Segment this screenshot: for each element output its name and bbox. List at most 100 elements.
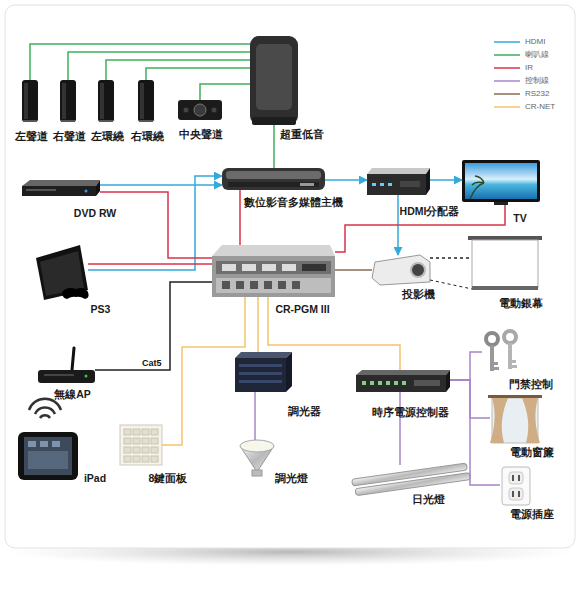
- speaker-icons: [22, 80, 38, 122]
- wireless-ap-icon: [38, 370, 95, 383]
- legend-text: HDMI: [525, 37, 545, 47]
- hdmi-splitter-icon: [372, 183, 376, 186]
- signal-wire: [273, 125, 275, 168]
- controller-rack-icon: [262, 264, 276, 271]
- device-node: 左環繞: [98, 80, 114, 122]
- keys-icon: [490, 345, 494, 371]
- keypad-icon: [151, 447, 158, 453]
- device-label: 門禁控制: [509, 378, 553, 390]
- device-label: 日光燈: [412, 493, 445, 505]
- ps3-icon: [36, 245, 89, 300]
- device-label: iPad: [84, 472, 106, 484]
- fluorescent-tube-icon: [355, 473, 471, 496]
- signal-wire: [100, 184, 222, 186]
- device-label: PS3: [91, 303, 111, 315]
- projection-screen-icon: [472, 286, 538, 290]
- device-node: 右環繞: [138, 80, 154, 122]
- controller-rack-icon: [222, 264, 236, 271]
- device-label: 時序電源控制器: [372, 406, 449, 418]
- device-node: 中央聲道: [178, 100, 222, 120]
- controller-rack-icon: [212, 256, 335, 297]
- subwoofer-icon: [256, 44, 292, 110]
- keys-icon: [512, 365, 517, 368]
- speaker-icons: [139, 120, 153, 122]
- tv-icon: [494, 202, 508, 205]
- power-outlet-icon: [518, 491, 520, 497]
- speaker-icons: [24, 83, 28, 119]
- speaker-icons: [100, 83, 104, 119]
- media-host-icon: [300, 183, 314, 186]
- device-node: PS3: [35, 245, 88, 300]
- device-label: 右聲道: [53, 130, 86, 142]
- speaker-icons: [60, 80, 76, 122]
- keypad-icon: [142, 429, 149, 435]
- projection-screen-icon: [468, 236, 542, 240]
- card-background: [5, 5, 575, 566]
- signal-wire: [335, 205, 505, 252]
- keypad-icon: [151, 438, 158, 444]
- keypad-icon: [142, 447, 149, 453]
- device-label: 電動窗簾: [510, 446, 554, 458]
- power-sequencer-icon: [356, 370, 450, 375]
- controller-rack-icon: [242, 264, 256, 271]
- fluorescent-tube-icon: [352, 463, 471, 496]
- dimmer-icon: [239, 380, 282, 383]
- legend-line-sample: [494, 41, 520, 43]
- keypad-icon: [151, 429, 158, 435]
- device-label: 調光燈: [275, 472, 308, 484]
- ps3-icon: [62, 288, 89, 299]
- controller-rack-icon: [264, 281, 272, 289]
- device-node: iPad: [18, 432, 78, 480]
- device-label: 無線AP: [54, 388, 91, 400]
- keys-icon: [508, 343, 512, 369]
- controller-rack-icon: [236, 281, 244, 289]
- cable-label: Cat5: [142, 358, 162, 368]
- signal-wire: [68, 52, 250, 80]
- ipad-icon: [18, 432, 78, 480]
- power-outlet-icon: [512, 491, 514, 497]
- power-sequencer-icon: [446, 370, 450, 392]
- dimmer-icon: [239, 372, 282, 375]
- signal-wire: [450, 380, 500, 485]
- controller-rack-icon: [216, 261, 331, 274]
- signal-wire: [335, 269, 372, 271]
- device-node: DVD RW: [22, 180, 100, 197]
- power-sequencer-icon: [356, 375, 446, 392]
- fluorescent-tube-icon: [352, 463, 471, 496]
- legend-text: 喇叭線: [525, 50, 549, 60]
- keys-icon: [486, 333, 498, 345]
- power-sequencer-icon: [378, 381, 382, 385]
- device-node: 電動銀幕: [470, 238, 540, 290]
- ipad-icon: [24, 437, 72, 475]
- center-speaker-icon: [178, 100, 222, 120]
- speaker-icons: [140, 83, 144, 119]
- device-label: 投影機: [402, 288, 435, 300]
- signal-wire: [162, 297, 245, 445]
- signal-wire: [88, 176, 222, 270]
- device-node: 時序電源控制器: [356, 370, 450, 392]
- speaker-icons: [138, 80, 154, 122]
- legend-text: RS232: [525, 89, 549, 99]
- tv-icon: [462, 160, 540, 202]
- wifi-symbol: [35, 408, 55, 414]
- keypad-icon: [133, 447, 140, 453]
- device-node: CR-PGM III: [212, 245, 335, 297]
- signal-wire: [268, 297, 400, 370]
- media-host-icon: [222, 168, 325, 190]
- center-speaker-icon: [178, 100, 222, 120]
- tv-icon: [462, 160, 540, 205]
- controller-rack-icon: [292, 281, 300, 289]
- keypad-icon: [133, 429, 140, 435]
- device-label: 電動銀幕: [499, 297, 543, 309]
- legend-line-sample: [494, 67, 520, 69]
- device-node: 門禁控制: [482, 330, 522, 375]
- hdmi-splitter-icon: [400, 181, 420, 187]
- device-node: 日光燈: [350, 465, 470, 490]
- signal-wire: [200, 84, 250, 100]
- legend-text: 控制線: [525, 76, 549, 86]
- speaker-icons: [99, 120, 113, 122]
- keypad-icon: [120, 425, 162, 465]
